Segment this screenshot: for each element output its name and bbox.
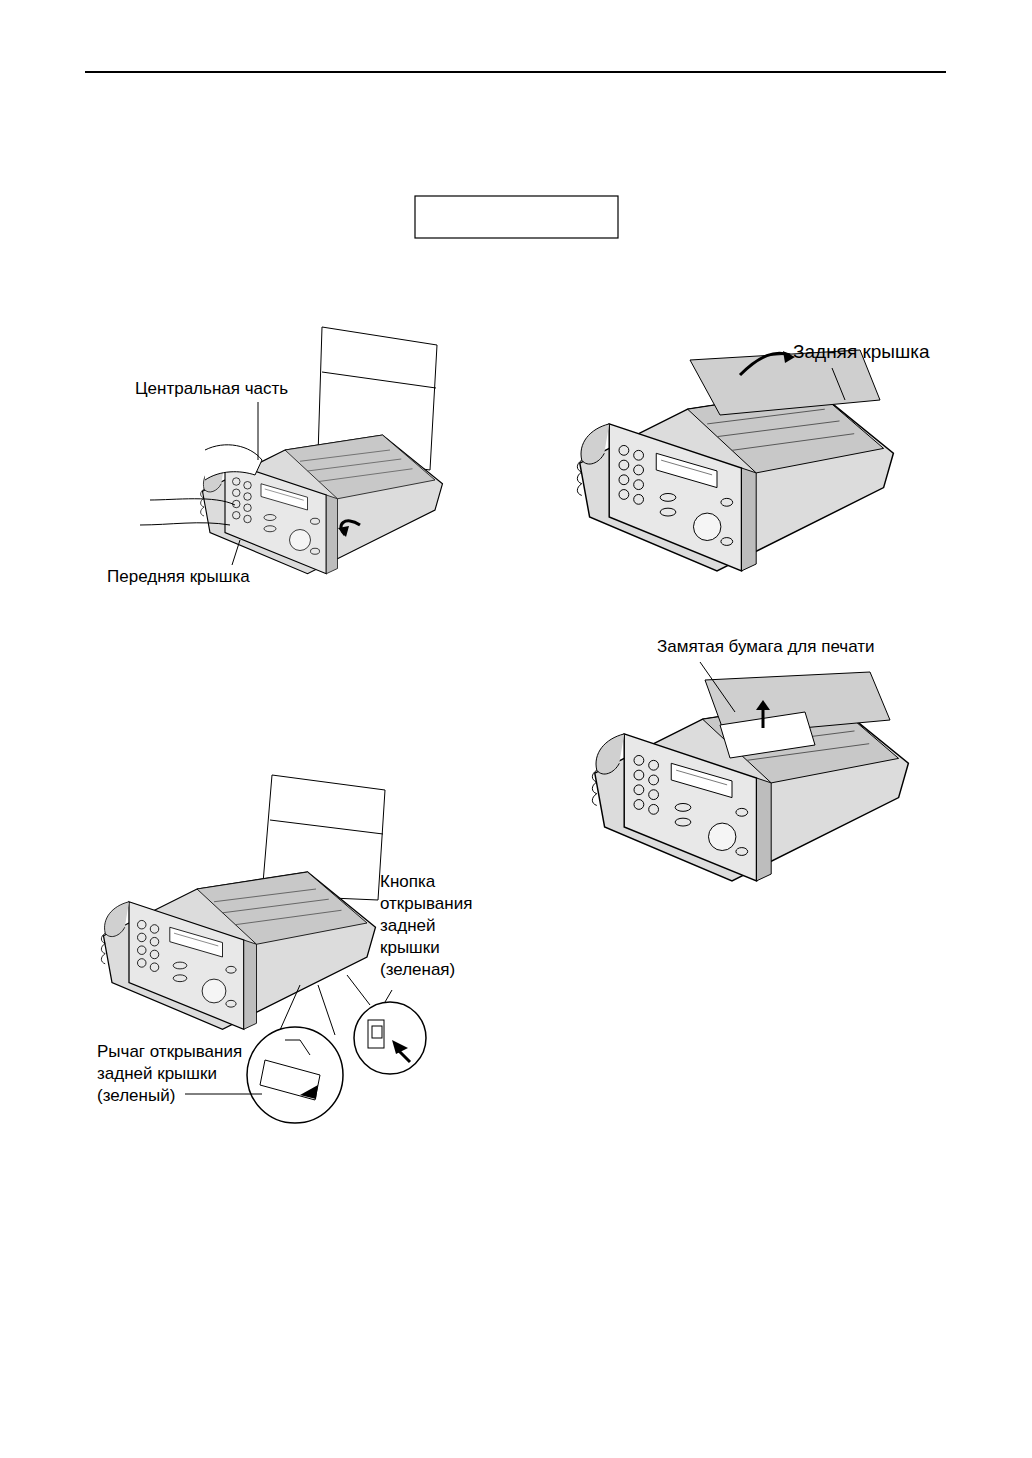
part-label: Передняя крышка bbox=[107, 566, 307, 588]
part-label: Замятая бумага для печати bbox=[657, 636, 957, 658]
part-label: Кнопка открывания задней крышки (зеленая… bbox=[380, 871, 492, 981]
part-label: Задняя крышка bbox=[793, 340, 993, 364]
part-label: Центральная часть bbox=[135, 378, 335, 400]
part-label: Рычаг открывания задней крышки (зеленый) bbox=[97, 1041, 262, 1107]
